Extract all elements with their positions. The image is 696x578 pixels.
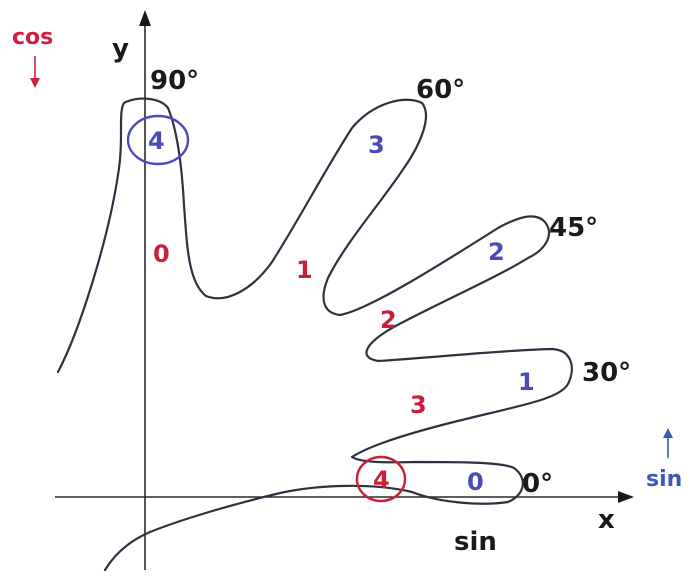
legend-cos-label: cos [12, 25, 53, 50]
sin-count-90: 4 [148, 127, 165, 155]
sin-count-60: 3 [368, 131, 385, 159]
hand-outline [56, 97, 573, 572]
angle-label-30: 30° [582, 358, 631, 388]
sin-count-30: 1 [518, 368, 535, 396]
cos-down-arrow-icon [30, 56, 40, 88]
legend-sin-label: sin [646, 467, 682, 492]
angle-label-90: 90° [150, 66, 199, 96]
sin-up-arrow-icon [663, 428, 673, 458]
cos-count-45: 2 [380, 306, 397, 334]
angle-label-0: 0° [522, 469, 553, 499]
x-axis-arrow [618, 491, 634, 503]
cos-count-30: 3 [410, 391, 427, 419]
cos-count-90: 0 [153, 240, 170, 268]
y-axis-arrow [139, 10, 151, 26]
cos-count-60: 1 [296, 256, 313, 284]
highlight-circle-red [355, 455, 407, 503]
highlight-circle-blue [126, 114, 190, 166]
sin-count-45: 2 [488, 238, 505, 266]
angle-label-60: 60° [416, 75, 465, 105]
y-axis-label: y [112, 34, 129, 64]
angle-label-45: 45° [549, 213, 598, 243]
sin-count-0: 0 [467, 468, 484, 496]
x-axis-label: x [598, 505, 615, 535]
cos-count-0: 4 [373, 466, 390, 494]
bottom-sin-label: sin [454, 527, 497, 557]
